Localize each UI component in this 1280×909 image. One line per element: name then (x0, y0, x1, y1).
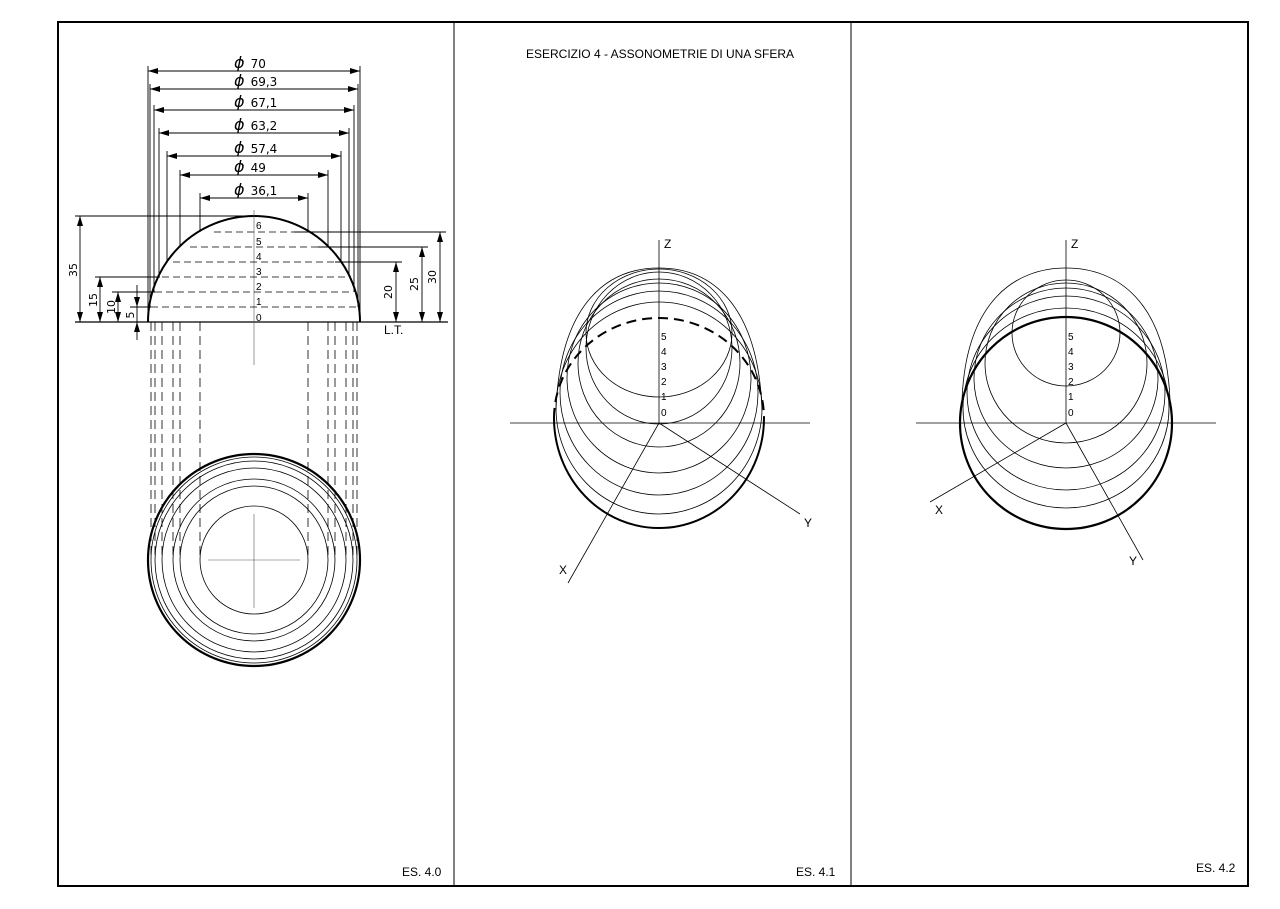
level-label-5: 5 (1068, 332, 1074, 343)
svg-text:ϕ57,4: ϕ 57,4 (234, 138, 277, 157)
ground-line-label: L.T. (384, 323, 403, 337)
diameter-dimensions (147, 66, 361, 322)
panel-label-es-4-2: ES. 4.2 (1196, 861, 1236, 875)
level-label-6: 6 (256, 221, 262, 232)
diameter-symbol: ϕ (234, 71, 245, 90)
level-label-1: 1 (256, 297, 262, 308)
axo-level-labels-4-2: 0 1 2 3 4 5 (1068, 332, 1074, 419)
level-label-2: 2 (256, 282, 262, 293)
diameter-value-49: 49 (251, 161, 266, 175)
axis-label-y: Y (1129, 554, 1137, 568)
diameter-value-36-1: 36,1 (251, 184, 278, 198)
level-label-2: 2 (661, 377, 667, 388)
diameter-value-57-4: 57,4 (251, 142, 278, 156)
height-label-25: 25 (408, 277, 421, 291)
level-label-0: 0 (256, 313, 262, 324)
axes-4-2 (916, 240, 1216, 561)
diameter-symbol: ϕ (234, 180, 245, 199)
sphere-outline-4-2 (958, 267, 1174, 531)
panel-es-4-2: Z X Y 0 1 2 3 4 5 ES. 4.2 (916, 237, 1236, 875)
axis-label-z: Z (1071, 237, 1078, 251)
level-label-3: 3 (1068, 362, 1074, 373)
projection-lines (150, 322, 358, 560)
diameter-symbol: ϕ (234, 53, 245, 72)
panel-es-4-0: L.T. 0 1 2 3 (67, 53, 448, 879)
height-label-5: 5 (124, 312, 137, 319)
level-section-lines (151, 231, 357, 308)
height-labels-right: 20 25 30 (382, 270, 439, 299)
level-label-4: 4 (256, 252, 262, 263)
axo-level-labels-4-1: 0 1 2 3 4 5 (661, 332, 667, 419)
level-labels: 0 1 2 3 4 5 6 (256, 221, 262, 324)
sphere-outline-4-1 (553, 267, 765, 529)
height-arrowheads-right (393, 232, 443, 322)
diameter-symbol: ϕ (234, 92, 245, 111)
diameter-value-67-1: 67,1 (251, 96, 278, 110)
level-label-3: 3 (256, 267, 262, 278)
height-label-35: 35 (67, 263, 80, 277)
diameter-arrowheads (148, 68, 360, 201)
height-label-10: 10 (105, 300, 118, 314)
level-label-0: 0 (661, 408, 667, 419)
axis-label-y: Y (804, 516, 812, 530)
svg-text:ϕ63,2: ϕ 63,2 (234, 115, 277, 134)
level-label-1: 1 (661, 392, 667, 403)
svg-text:ϕ36,1: ϕ 36,1 (234, 180, 277, 199)
panel-label-es-4-1: ES. 4.1 (796, 865, 836, 879)
diameter-symbol: ϕ (234, 138, 245, 157)
height-label-15: 15 (87, 293, 100, 307)
level-label-0: 0 (1068, 408, 1074, 419)
axis-label-x: X (559, 563, 567, 577)
height-label-20: 20 (382, 285, 395, 299)
level-label-4: 4 (1068, 347, 1074, 358)
axis-label-x: X (935, 503, 943, 517)
svg-text:ϕ70: ϕ 70 (234, 53, 266, 72)
exercise-title: ESERCIZIO 4 - ASSONOMETRIE DI UNA SFERA (526, 47, 794, 61)
diameter-labels: ϕ 70 ϕ 69,3 ϕ 67,1 ϕ 63,2 ϕ 57,4 ϕ 49 ϕ 36,1 (234, 53, 277, 199)
height-dimensions-right (294, 231, 446, 322)
panel-es-4-1: Z X Y 0 1 2 3 4 5 ES. 4.1 (510, 237, 836, 879)
level-label-3: 3 (661, 362, 667, 373)
level-label-2: 2 (1068, 377, 1074, 388)
level-label-4: 4 (661, 347, 667, 358)
height-label-30: 30 (426, 270, 439, 284)
svg-text:ϕ49: ϕ 49 (234, 157, 266, 176)
height-arrowheads-left (77, 216, 140, 332)
sheet-frame (57, 21, 1249, 887)
axis-label-z: Z (664, 237, 671, 251)
svg-text:ϕ67,1: ϕ 67,1 (234, 92, 277, 111)
level-label-5: 5 (256, 237, 262, 248)
diameter-value-63-2: 63,2 (251, 119, 278, 133)
diameter-value-69-3: 69,3 (251, 75, 278, 89)
panel-label-es-4-0: ES. 4.0 (402, 865, 442, 879)
diameter-value-70: 70 (251, 57, 266, 71)
level-label-1: 1 (1068, 392, 1074, 403)
level-label-5: 5 (661, 332, 667, 343)
svg-text:ϕ69,3: ϕ 69,3 (234, 71, 277, 90)
diameter-symbol: ϕ (234, 115, 245, 134)
height-labels-left: 35 15 10 5 (67, 263, 137, 319)
plan-view-circles (146, 452, 362, 668)
diameter-symbol: ϕ (234, 157, 245, 176)
